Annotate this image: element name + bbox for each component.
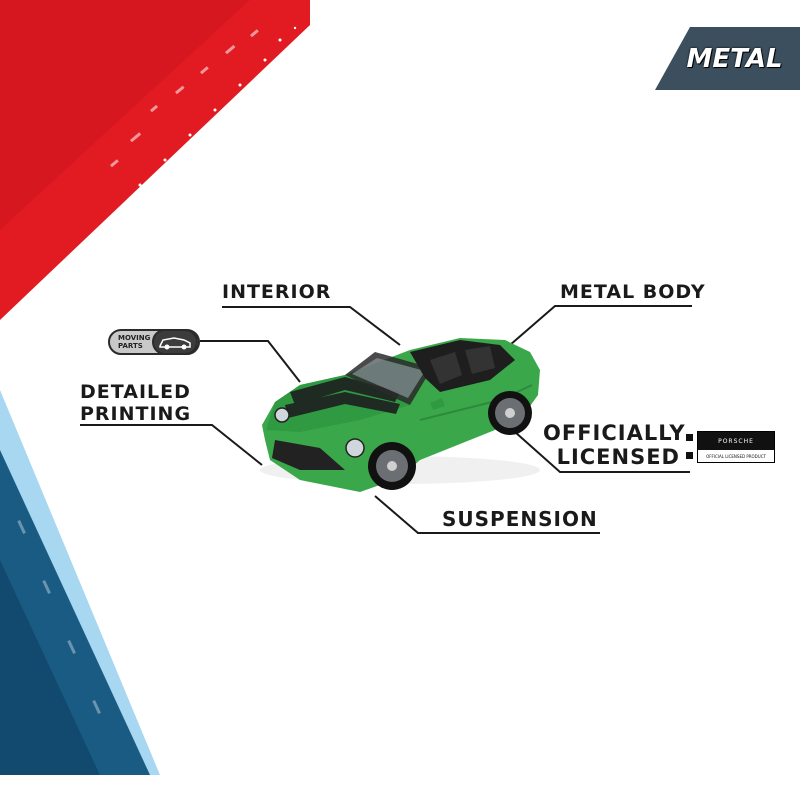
metal-badge-shape [655,27,800,90]
porsche-brand: PORSCHE [698,432,774,450]
label-officially-licensed: OFFICIALLY LICENSED [543,421,686,469]
bullet-square-1 [686,434,693,441]
label-interior: INTERIOR [222,281,332,303]
label-official-line1: OFFICIALLY [543,421,686,445]
blue-corner-stripe [0,390,160,775]
label-detailed-line2: PRINTING [80,403,192,425]
moving-parts-line1: MOVING [118,334,151,342]
car-icon [152,329,198,355]
label-official-line2: LICENSED [556,445,680,469]
metal-badge: METAL [655,27,800,90]
red-corner-stripe [0,0,310,320]
leader-lines [80,305,692,534]
bullet-square-2 [686,452,693,459]
label-detailed-printing: DETAILED PRINTING [80,381,191,425]
label-suspension: SUSPENSION [442,507,598,531]
porsche-license-badge: PORSCHE OFFICIAL LICENSED PRODUCT [697,431,775,463]
moving-parts-label: MOVING PARTS [118,334,150,350]
label-metal-body: METAL BODY [560,281,706,303]
moving-parts-pill: MOVING PARTS [108,329,200,355]
label-detailed-line1: DETAILED [80,381,191,403]
moving-parts-line2: PARTS [118,342,143,350]
porsche-convertible-model [260,338,540,492]
porsche-subtitle: OFFICIAL LICENSED PRODUCT [706,453,766,459]
metal-badge-label: METAL [686,43,783,74]
